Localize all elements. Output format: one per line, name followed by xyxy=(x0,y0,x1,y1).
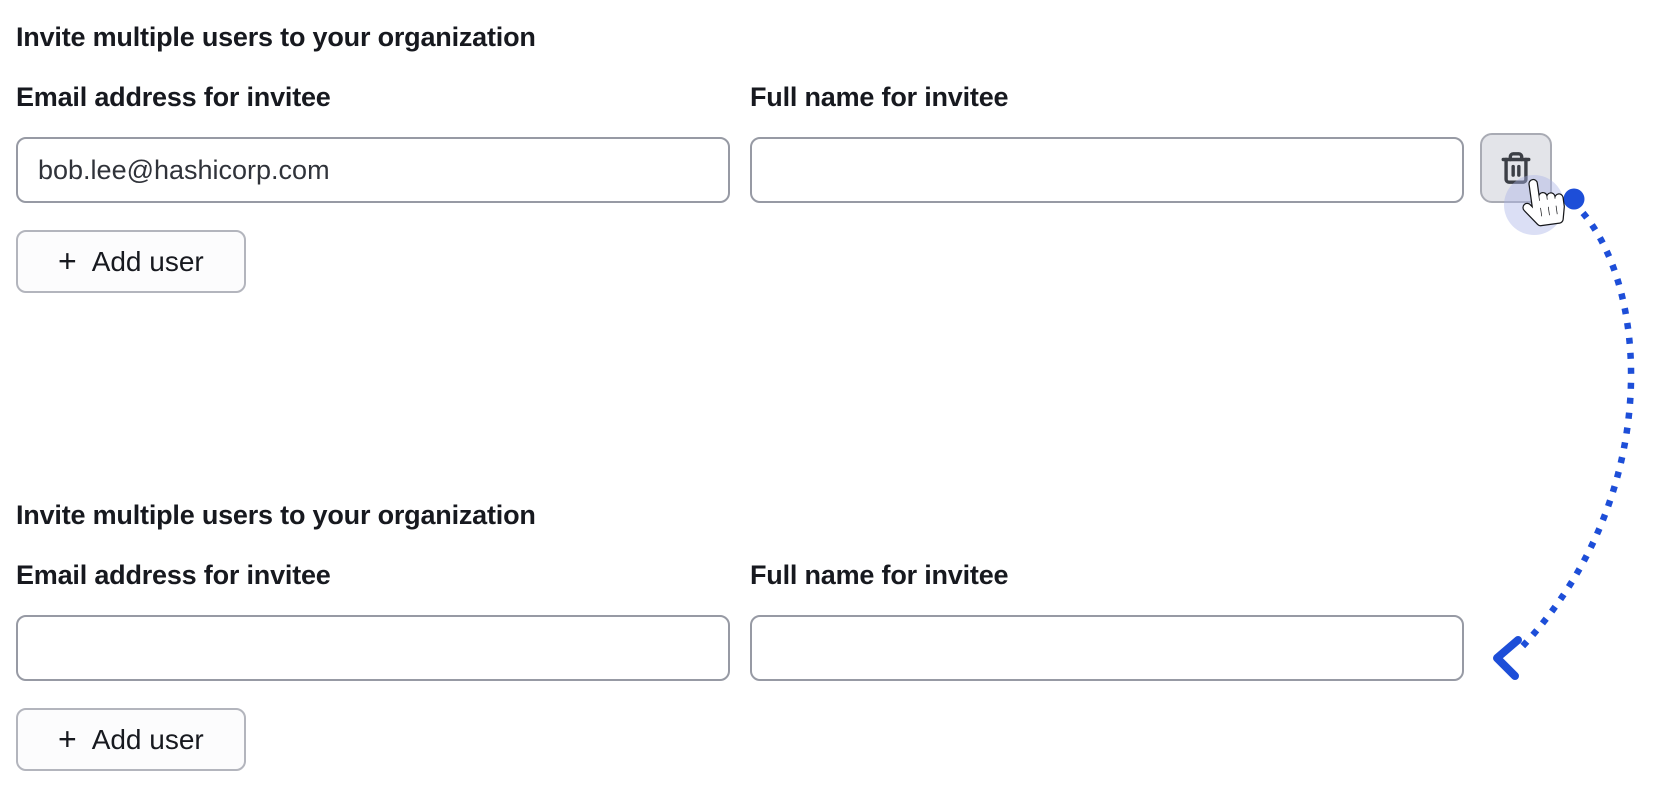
email-input[interactable] xyxy=(16,137,730,203)
email-input[interactable] xyxy=(16,615,730,681)
email-field-group: Email address for invitee xyxy=(16,80,730,203)
add-user-label: Add user xyxy=(91,245,204,277)
arrowhead xyxy=(1493,636,1522,680)
full-name-input[interactable] xyxy=(750,615,1464,681)
invite-form-after: Invite multiple users to your organizati… xyxy=(16,498,1464,771)
invitee-row: Email address for invitee Full name for … xyxy=(16,80,1552,203)
delete-row-button[interactable] xyxy=(1480,133,1552,203)
email-field-group: Email address for invitee xyxy=(16,558,730,681)
arrow-start-dot xyxy=(1563,188,1585,210)
email-label: Email address for invitee xyxy=(16,82,331,112)
full-name-label: Full name for invitee xyxy=(750,560,1009,590)
full-name-input[interactable] xyxy=(750,137,1464,203)
plus-icon: + xyxy=(58,242,77,279)
full-name-label: Full name for invitee xyxy=(750,82,1009,112)
add-user-label: Add user xyxy=(91,723,204,755)
trash-icon xyxy=(1501,152,1531,184)
section-heading: Invite multiple users to your organizati… xyxy=(16,22,536,52)
invitee-row: Email address for invitee Full name for … xyxy=(16,558,1464,681)
email-label: Email address for invitee xyxy=(16,560,331,590)
add-user-button[interactable]: + Add user xyxy=(16,230,246,293)
full-name-field-group: Full name for invitee xyxy=(750,558,1464,681)
section-heading: Invite multiple users to your organizati… xyxy=(16,500,536,530)
full-name-field-group: Full name for invitee xyxy=(750,80,1464,203)
plus-icon: + xyxy=(58,720,77,757)
add-user-button[interactable]: + Add user xyxy=(16,708,246,771)
invite-form-before: Invite multiple users to your organizati… xyxy=(16,20,1552,293)
